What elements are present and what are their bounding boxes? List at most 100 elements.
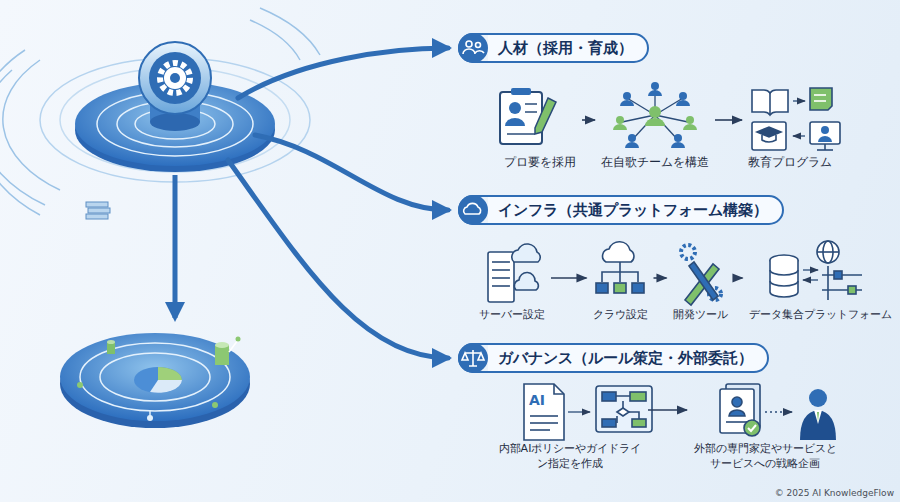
step-item: 在自歌チームを構造	[598, 90, 712, 172]
step-item: クラウ設定	[590, 243, 651, 324]
result-disk	[107, 340, 115, 344]
step-caption: 在自歌チームを構造	[600, 154, 710, 170]
education-icon	[814, 94, 826, 96]
education-icon	[793, 100, 805, 101]
data-platform-icon	[834, 271, 842, 279]
education-icon	[814, 100, 826, 102]
workflow-icon	[630, 392, 646, 401]
data-platform-icon	[770, 270, 798, 286]
data-platform-icon	[817, 241, 839, 263]
illustration-part	[622, 88, 688, 140]
gear-icon	[139, 42, 211, 114]
flow-arrow	[551, 277, 587, 279]
workflow-icon	[568, 386, 652, 432]
education-icon	[817, 149, 833, 151]
stack-icon	[86, 214, 108, 219]
expert-person-icon	[800, 389, 836, 440]
workflow-icon	[632, 419, 646, 427]
watermark: © 2025 AI KnowledgeFlow	[775, 488, 894, 498]
illustration-part	[676, 100, 690, 106]
step-item: 外部の専門家定やサービスとサービスへの戦略企画	[690, 377, 840, 473]
resume-icon	[500, 92, 542, 144]
illustration-part	[683, 124, 697, 130]
data-platform-icon	[770, 241, 862, 300]
illustration-part	[645, 118, 665, 126]
gear-icon	[150, 113, 200, 131]
gear-icon	[170, 73, 180, 83]
flow-arrow	[734, 277, 743, 279]
illustration-part	[651, 82, 659, 90]
result-disk	[60, 333, 250, 428]
workflow-icon	[568, 411, 590, 412]
hub-rings	[3, 60, 60, 190]
gear-icon	[149, 52, 201, 104]
resume-icon	[507, 133, 535, 135]
expert-docs-icon	[732, 397, 742, 407]
server-icon	[492, 261, 510, 263]
server-icon	[512, 244, 540, 262]
illustration-part	[613, 124, 627, 130]
workflow-icon	[617, 412, 639, 423]
result-disk	[100, 353, 210, 401]
policy-doc-icon	[530, 415, 558, 417]
expert-person-icon	[814, 410, 822, 424]
data-platform-icon	[803, 279, 818, 280]
education-icon	[821, 126, 829, 134]
education-icon	[752, 122, 786, 150]
step-item: データ集合プラットフォーム	[746, 243, 895, 324]
expert-docs-icon	[729, 410, 745, 416]
education-icon	[824, 144, 826, 150]
gear-icon	[164, 67, 186, 89]
result-disk	[229, 340, 238, 352]
server-icon	[488, 244, 540, 302]
data-platform-icon	[827, 266, 829, 300]
down-arrow	[173, 175, 178, 318]
step-item: 教育プログラム	[745, 90, 835, 172]
result-disk	[134, 367, 182, 393]
flow-arrow	[582, 119, 595, 121]
server-icon	[492, 285, 510, 287]
illustration-part	[649, 106, 661, 118]
tools-icon	[681, 245, 695, 259]
resume-icon	[509, 102, 521, 114]
server-icon	[514, 272, 538, 290]
illustration-part	[674, 134, 682, 142]
branch-curves	[255, 135, 448, 210]
step-caption: 外部の専門家定やサービスとサービスへの戦略企画	[692, 441, 838, 471]
step-item: サーバー設定	[476, 243, 548, 324]
down-arrow	[175, 175, 176, 318]
hub-rings	[0, 50, 45, 205]
branch-curves	[238, 48, 448, 98]
expert-docs-icon	[720, 384, 792, 436]
result-disk	[212, 402, 218, 408]
branch-curves	[228, 48, 448, 358]
step-caption: データ集合プラットフォーム	[748, 307, 893, 322]
illustration-part	[613, 82, 697, 148]
workflow-icon	[617, 408, 629, 416]
hub-rings	[60, 68, 290, 172]
cloud-tree-icon	[596, 283, 608, 293]
workflow-icon	[596, 386, 652, 432]
expert-person-icon	[800, 410, 836, 440]
header-text: インフラ（共通プラットフォーム構築）	[498, 197, 768, 223]
result-disk	[80, 343, 230, 411]
hub-rings	[260, 8, 320, 55]
cloud-tree-icon	[619, 272, 621, 282]
illustration-part	[671, 142, 685, 148]
result-disk	[215, 342, 229, 348]
workflow-icon	[602, 392, 616, 401]
illustration-part	[648, 90, 662, 96]
policy-doc-icon	[530, 429, 550, 431]
resume-icon	[525, 111, 537, 113]
doc-badge-text: AI	[529, 392, 545, 408]
illustration-part	[628, 134, 636, 142]
education-icon	[769, 93, 771, 115]
header-text: ガバナンス（ルール策定・外部委託）	[498, 345, 753, 371]
result-disk	[60, 333, 250, 421]
expert-person-icon	[809, 389, 827, 407]
gear-icon	[160, 63, 190, 93]
server-icon	[492, 277, 510, 279]
illustration-part	[620, 100, 634, 106]
